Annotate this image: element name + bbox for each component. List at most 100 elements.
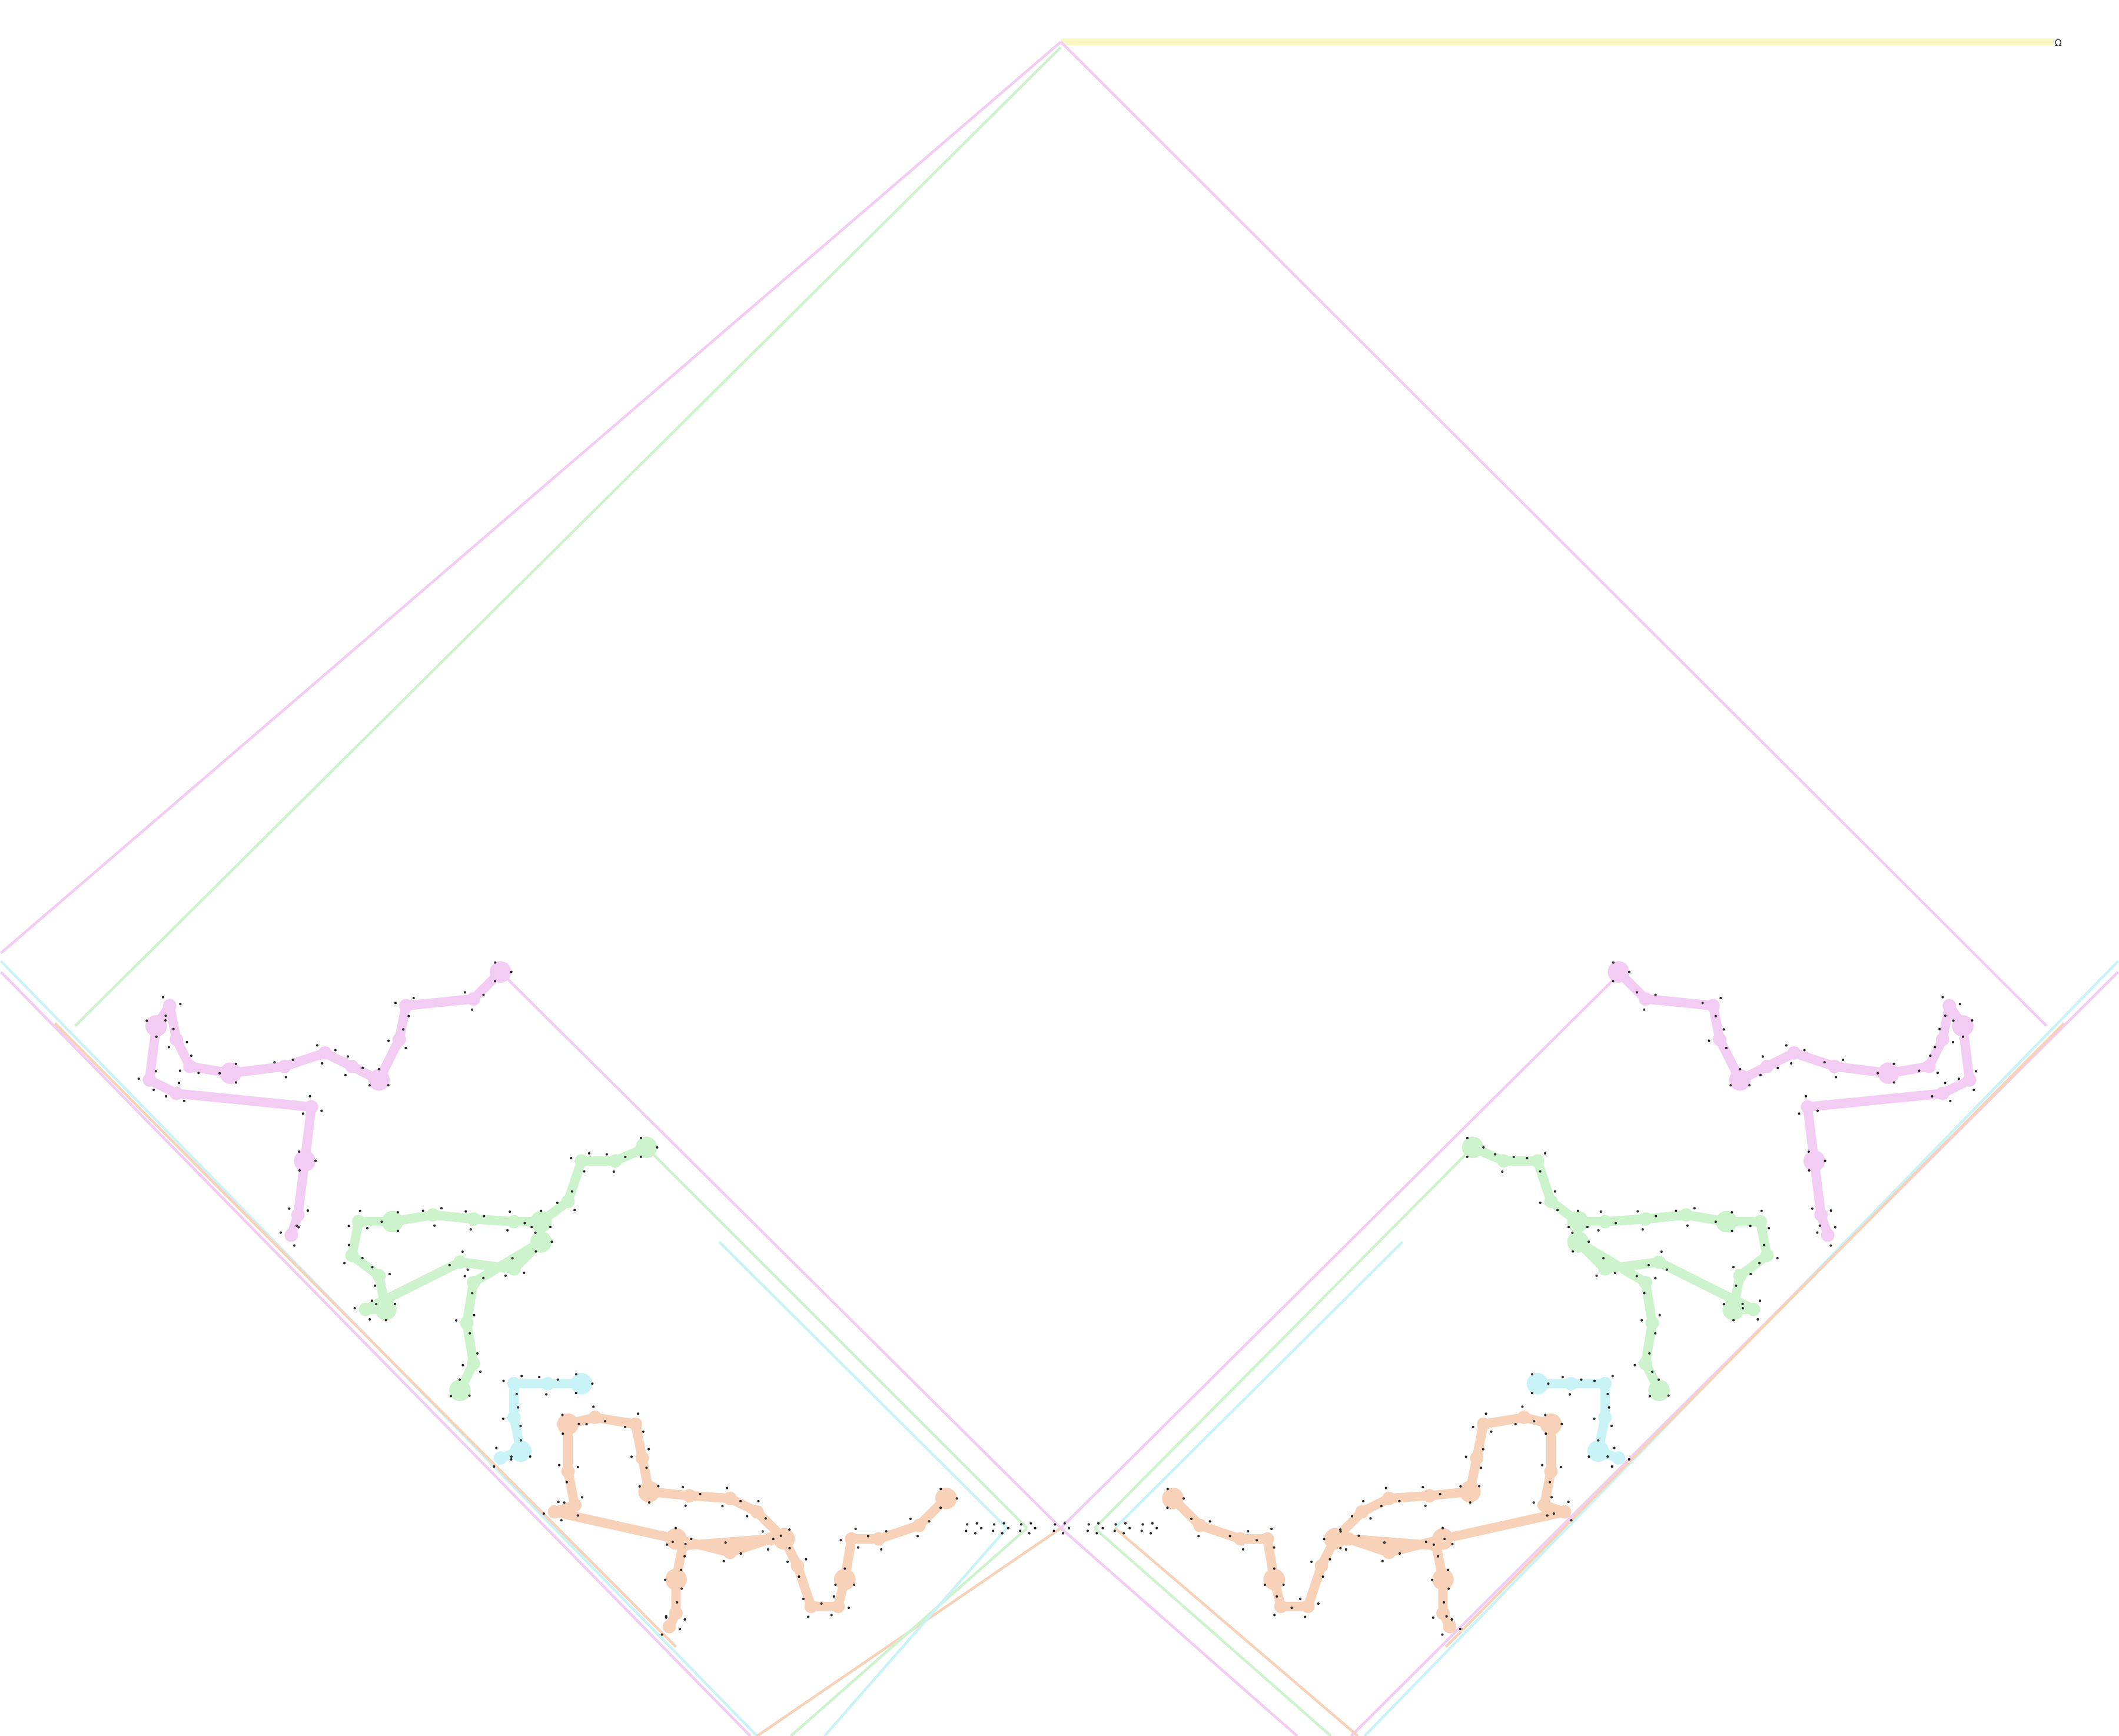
node-dot (1829, 1244, 1832, 1247)
node-dot (570, 1157, 573, 1160)
node-dot (520, 1375, 523, 1378)
branch-left-pink-mirror (1613, 967, 1975, 1240)
node-dot (1606, 1392, 1609, 1396)
node-dot (1228, 1535, 1231, 1538)
node-dot (558, 1464, 561, 1466)
node-dot (722, 1559, 725, 1562)
node-dot (1547, 1382, 1550, 1385)
center-node-dot (974, 1532, 977, 1535)
node-dot (798, 1575, 801, 1578)
branch-blob (1540, 1413, 1562, 1435)
branch-blob (466, 1356, 480, 1371)
branch-blob (750, 1505, 764, 1519)
branch-blob (1607, 961, 1630, 983)
node-dot (847, 1607, 851, 1609)
branch-blob (665, 1568, 687, 1591)
branch-left-pink (144, 967, 506, 1240)
node-dot (295, 1224, 298, 1227)
node-dot (293, 1244, 296, 1247)
branch-blob (466, 992, 480, 1006)
branch-blob (638, 1481, 660, 1503)
branch-blob (935, 1487, 957, 1509)
center-node-dot (992, 1529, 995, 1532)
node-dot (1934, 1046, 1937, 1049)
lower-right-green (1094, 1527, 1332, 1736)
node-dot (623, 1426, 627, 1429)
branch-blob (170, 1032, 184, 1046)
node-dot (562, 1432, 564, 1435)
node-dot (556, 1378, 559, 1381)
node-dot (288, 1207, 291, 1210)
node-dot (1876, 1072, 1879, 1075)
node-dot (1614, 1222, 1618, 1225)
node-dot (1450, 1618, 1453, 1621)
branch-blob (372, 1269, 386, 1283)
center-node-dot (1067, 1527, 1071, 1529)
center-node-dot (1086, 1529, 1089, 1532)
branch-blob (872, 1532, 886, 1546)
center-node-dot (1001, 1532, 1004, 1535)
node-dot (471, 1292, 474, 1295)
node-dot (1398, 1499, 1401, 1502)
branch-blob (676, 1539, 690, 1553)
node-dot (1273, 1614, 1276, 1617)
node-dot (1432, 1543, 1435, 1546)
node-dot (1731, 1211, 1733, 1214)
branch-blob (1787, 1046, 1801, 1060)
center-node-dot (1019, 1529, 1022, 1532)
node-dot (746, 1515, 749, 1518)
node-dot (1514, 1423, 1517, 1426)
lower-left-cyan (823, 1527, 1008, 1736)
node-dot (471, 1008, 474, 1011)
node-dot (1918, 1069, 1921, 1072)
node-dot (856, 1546, 859, 1549)
node-dot (504, 1274, 507, 1277)
node-dot (1732, 1266, 1735, 1269)
node-dot (1958, 1003, 1961, 1006)
branch-blob (392, 1032, 406, 1046)
node-dot (1263, 1584, 1266, 1587)
branch-blob (662, 1619, 676, 1634)
node-dot (373, 1284, 377, 1287)
node-dot (576, 1465, 579, 1469)
branch-blob (669, 1606, 683, 1620)
node-dot (358, 1209, 361, 1212)
node-dot (761, 1530, 764, 1533)
node-dot (939, 1488, 942, 1491)
node-dot (1447, 1587, 1450, 1590)
node-dot (234, 1062, 237, 1065)
node-dot (880, 1548, 883, 1551)
node-dot (1424, 1504, 1427, 1507)
node-dot (464, 1210, 467, 1213)
node-dot (1665, 1268, 1668, 1271)
node-dot (190, 1054, 192, 1057)
branch-blob (804, 1599, 818, 1614)
node-dot (1660, 1250, 1663, 1253)
branch-blob (1462, 1136, 1484, 1159)
node-dot (1431, 1578, 1434, 1581)
node-dot (384, 1319, 387, 1322)
node-dot (510, 1455, 513, 1458)
branch-blob (1301, 1599, 1315, 1614)
inner-right-green (1094, 1146, 1474, 1529)
node-dot (1339, 1530, 1342, 1533)
branch-blob (1814, 1208, 1828, 1222)
node-dot (576, 1514, 579, 1517)
node-dot (1451, 1542, 1454, 1545)
node-dot (1654, 993, 1657, 996)
node-dot (1675, 1209, 1678, 1212)
branch-blob (530, 1231, 552, 1253)
center-node-dot (1113, 1529, 1116, 1532)
node-dot (495, 1446, 498, 1449)
branch-blob (1324, 1528, 1346, 1550)
node-dot (1361, 1499, 1365, 1503)
node-dot (699, 1492, 702, 1496)
node-dot (172, 1027, 175, 1030)
node-dot (739, 1499, 742, 1502)
node-dot (1339, 1528, 1342, 1531)
node-dot (928, 1520, 931, 1523)
branch-blob (1760, 1059, 1774, 1073)
branch-blob (845, 1532, 859, 1546)
node-dot (1635, 991, 1639, 994)
node-dot (682, 1486, 685, 1489)
